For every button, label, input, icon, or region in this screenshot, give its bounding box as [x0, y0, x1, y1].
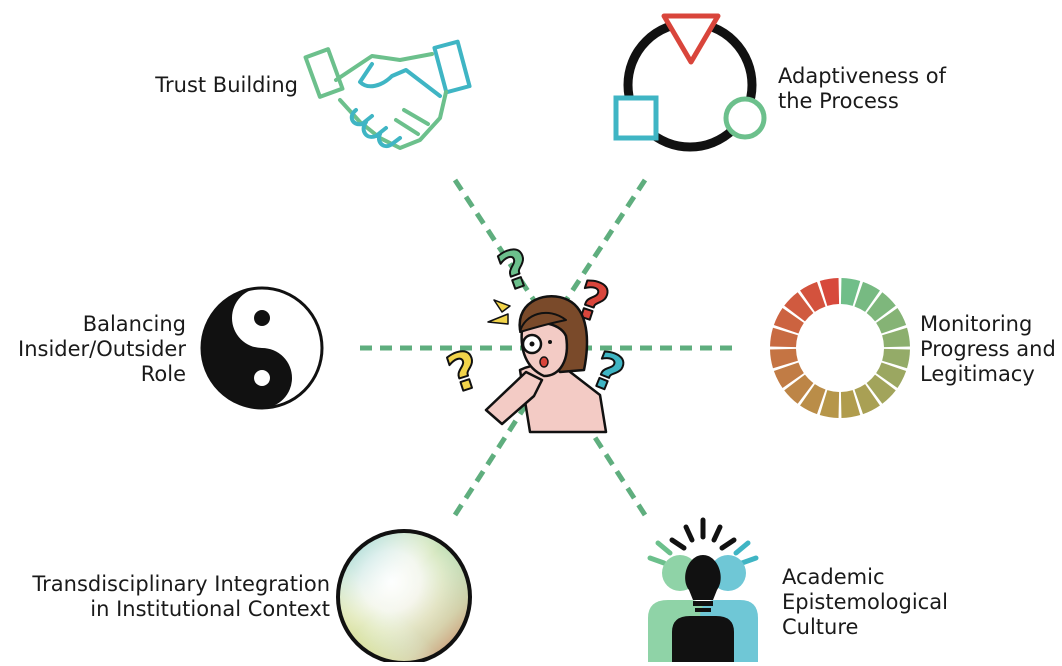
ring-segment — [800, 281, 826, 312]
ring-segment — [854, 281, 880, 312]
label-line: Monitoring — [920, 312, 1033, 336]
ring-segment — [800, 384, 826, 415]
ring-segment — [770, 327, 798, 348]
ring-segment — [866, 374, 896, 404]
ring-segment — [784, 374, 814, 404]
label-academic: Academic Epistemological Culture — [782, 565, 948, 640]
label-line: in Institutional Context — [90, 597, 330, 621]
label-line: Epistemological — [782, 590, 948, 614]
segmented-ring-icon — [770, 278, 910, 418]
label-line: Adaptiveness of — [778, 64, 946, 88]
label-trust-building: Trust Building — [155, 73, 298, 98]
label-line: Balancing — [82, 312, 186, 336]
ring-segment — [882, 348, 910, 369]
ring-segment — [854, 384, 880, 415]
ring-segment — [819, 278, 840, 306]
ring-segment — [773, 362, 804, 388]
ring-segment — [876, 308, 907, 334]
ring-segment — [876, 362, 907, 388]
yin-yang-icon — [200, 286, 324, 410]
confused-researcher-icon: ? ? ? ? — [439, 236, 634, 434]
ring-segment — [840, 390, 861, 418]
ring-segment — [773, 308, 804, 334]
label-adaptiveness: Adaptiveness of the Process — [778, 64, 946, 114]
ring-segment — [866, 292, 896, 322]
ring-segment — [819, 390, 840, 418]
people-lightbulb-icon — [647, 517, 759, 662]
label-line: Culture — [782, 615, 859, 639]
label-line: Progress and — [920, 337, 1056, 361]
label-line: Legitimacy — [920, 362, 1035, 386]
label-line: Insider/Outsider — [18, 337, 186, 361]
label-line: Academic — [782, 565, 885, 589]
label-balancing: Balancing Insider/Outsider Role — [18, 312, 186, 387]
label-line: the Process — [778, 89, 899, 113]
cycle-shapes-icon — [613, 13, 767, 152]
ring-segment — [784, 292, 814, 322]
label-line: Role — [140, 362, 186, 386]
label-line: Transdisciplinary Integration — [32, 572, 330, 596]
handshake-icon — [303, 39, 472, 150]
ring-segment — [840, 278, 861, 306]
ring-segment — [882, 327, 910, 348]
label-line: Trust Building — [155, 73, 298, 97]
label-monitoring: Monitoring Progress and Legitimacy — [920, 312, 1056, 387]
label-transdisciplinary: Transdisciplinary Integration in Institu… — [32, 572, 330, 622]
color-sphere-icon — [336, 529, 472, 665]
svg-text:?: ? — [491, 237, 540, 304]
ring-segment — [770, 348, 798, 369]
